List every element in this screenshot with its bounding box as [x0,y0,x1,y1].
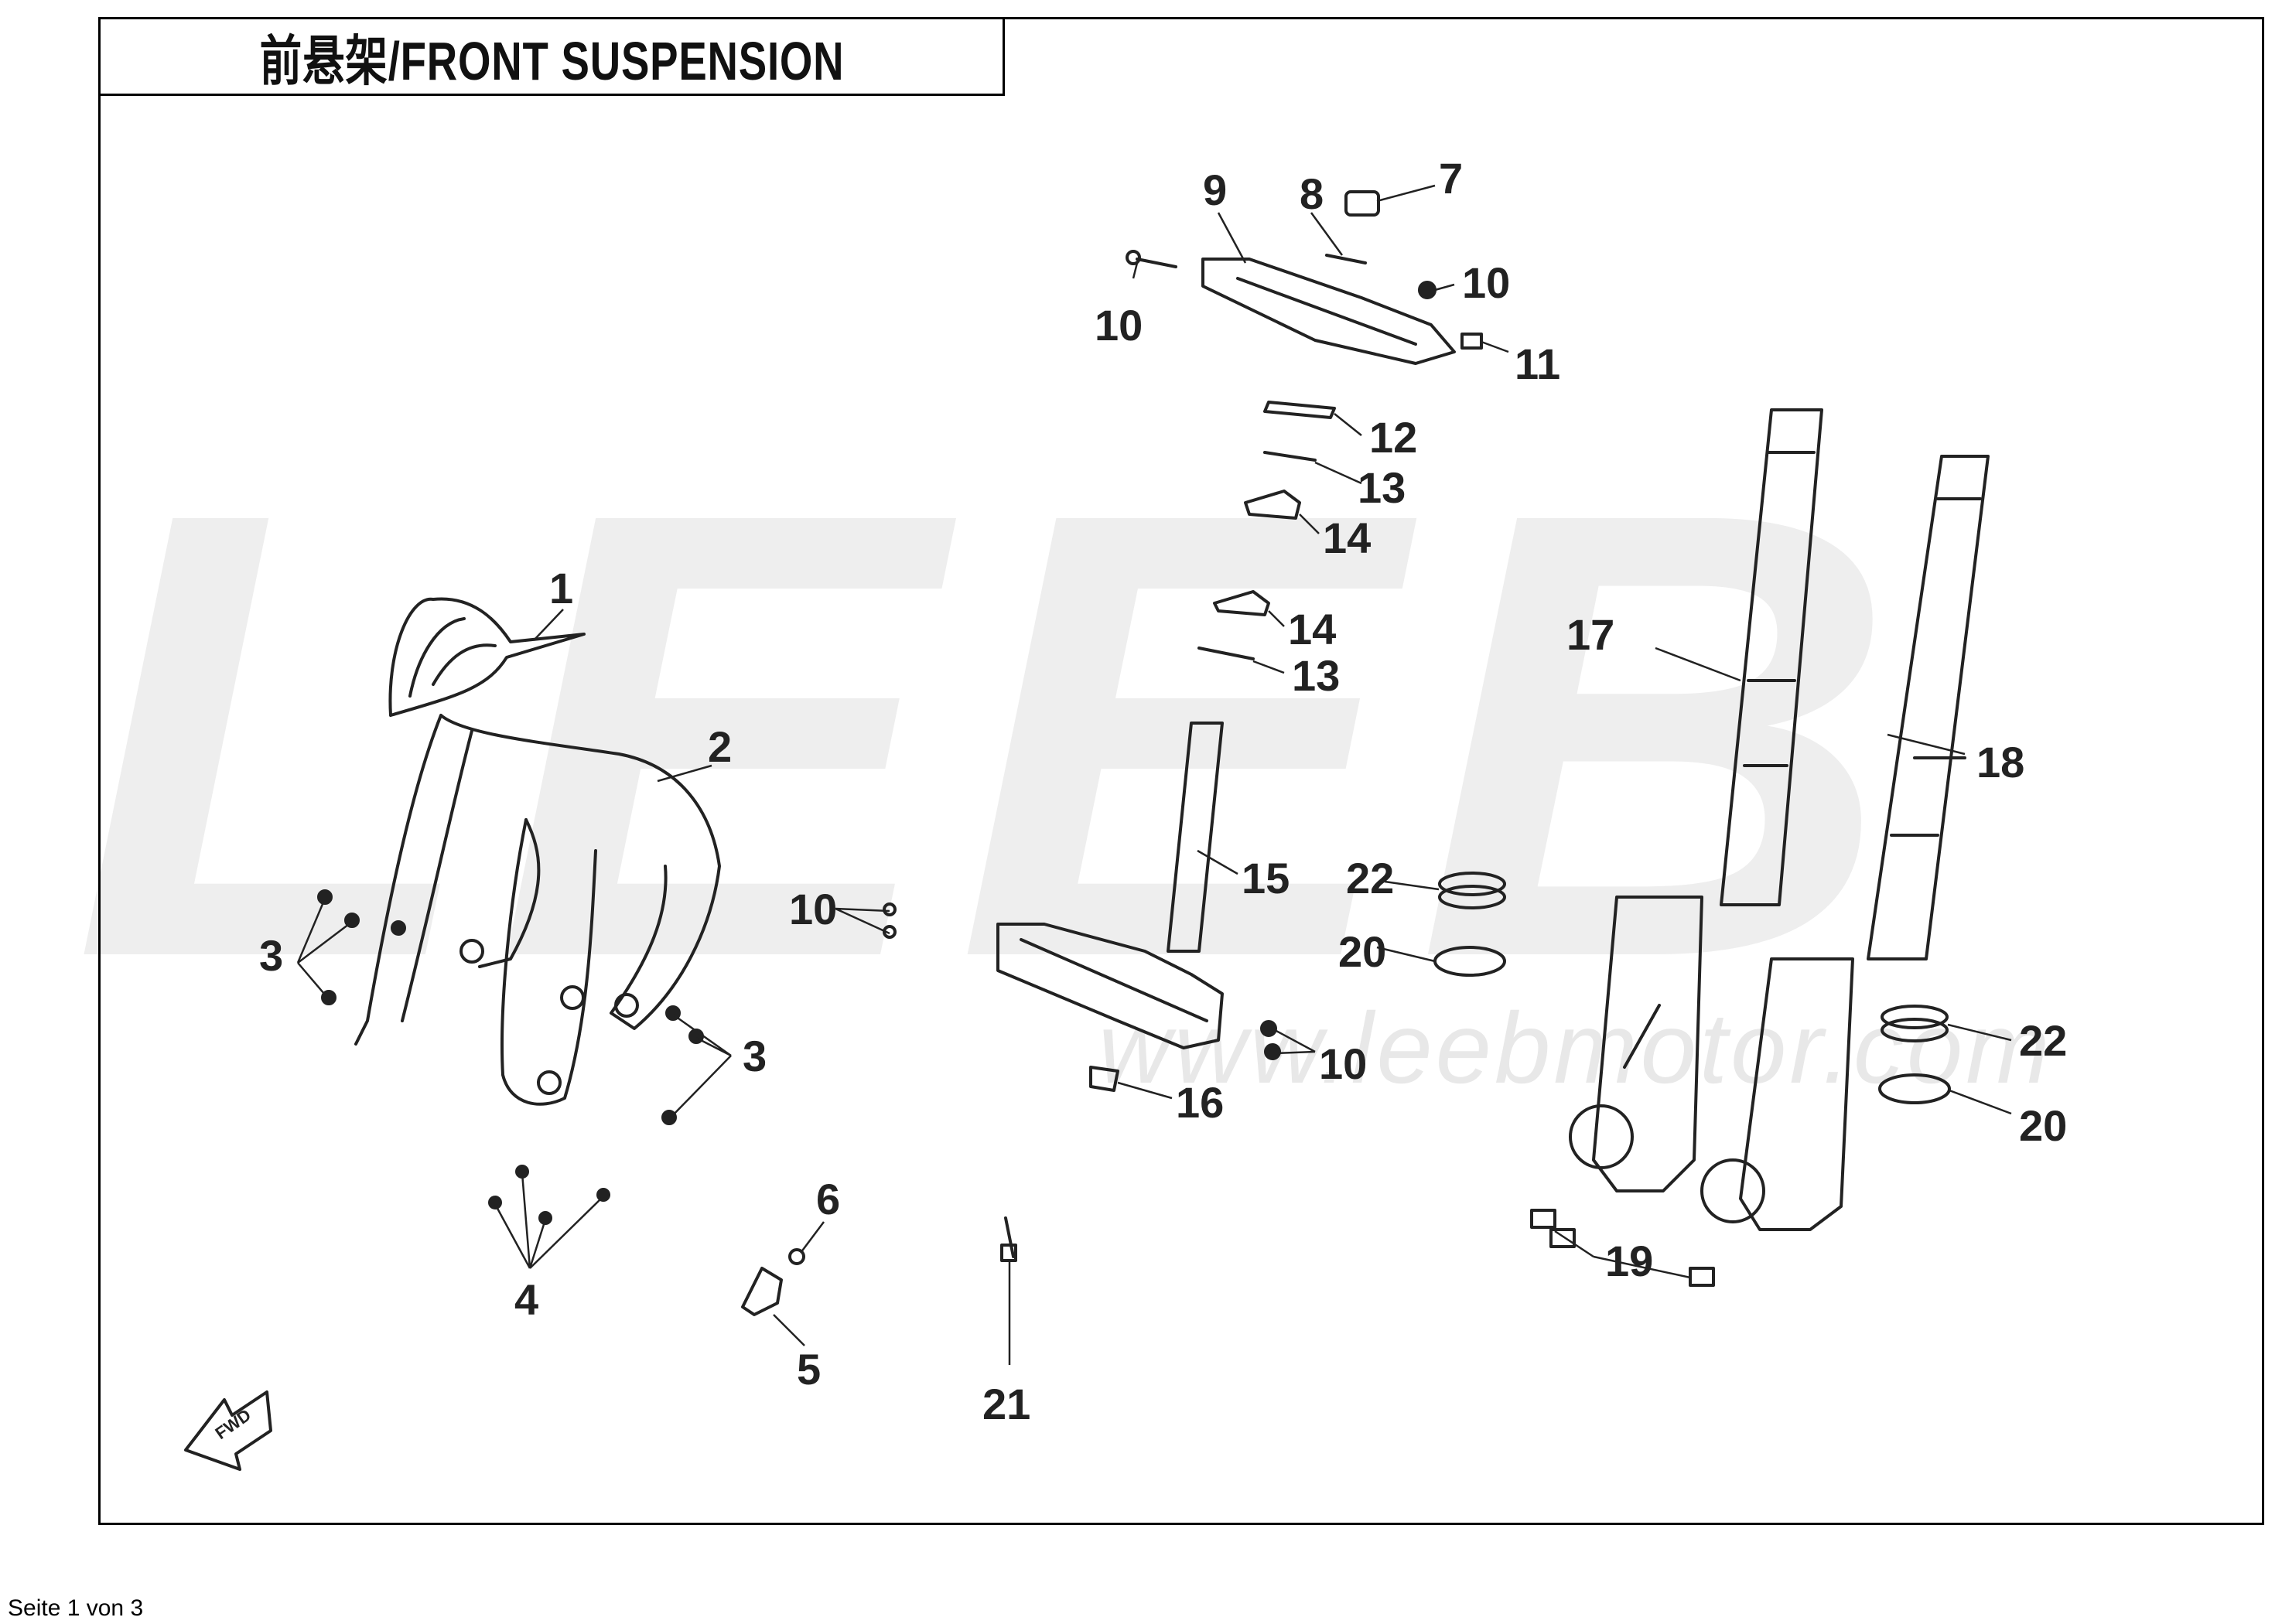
page-title: 前悬架/FRONT SUSPENSION [259,30,844,91]
callout-label: 10 [1095,301,1143,350]
callout-label: 10 [1319,1039,1367,1088]
callout-label: 22 [1346,854,1394,902]
callout-label: 5 [797,1345,821,1394]
callout-label: 3 [743,1032,767,1080]
callout-label: 17 [1566,610,1614,659]
callout-label: 8 [1300,169,1324,218]
callout-label: 13 [1358,463,1406,512]
callout-label: 22 [2019,1016,2067,1065]
fwd-label: FWD [212,1405,255,1443]
part-screws-4 [488,1165,610,1225]
callout-label: 16 [1176,1078,1224,1127]
watermark-brand: LEEB [72,380,1914,1089]
part-upper-clamp [1126,250,1483,365]
part-steering-stem [1167,722,1224,953]
callout-label: 9 [1203,165,1227,214]
callout-label: 7 [1439,154,1463,203]
callout-labels: 1 2 3 3 4 5 6 7 8 9 10 10 10 10 11 12 13… [259,154,2067,1428]
part-top-cap [1325,190,1380,264]
part-lower-clamp [883,902,1281,1092]
callout-label: 18 [1976,738,2024,786]
callout-label: 14 [1323,513,1371,562]
callout-label: 13 [1292,651,1340,700]
callout-label: 11 [1515,339,1560,388]
callout-label: 19 [1605,1237,1653,1285]
part-headlight-cowl [388,597,586,717]
part-fork-leg-right [1700,455,1990,1231]
callout-label: 20 [2019,1101,2067,1150]
part-bearing-stack [1197,401,1336,660]
fwd-arrow-icon [184,1390,272,1471]
callout-label: 14 [1288,605,1336,653]
callout-label: 12 [1369,413,1417,462]
callout-label: 1 [549,564,573,612]
callout-label: 10 [789,885,837,933]
part-small-bracket [741,1248,805,1316]
callout-label: 4 [514,1275,538,1324]
callout-label: 3 [259,931,283,980]
diagram-frame [98,17,2264,1525]
callout-label: 15 [1242,854,1290,902]
page-footer: Seite 1 von 3 [8,1595,144,1621]
part-stem-bolt [1000,1216,1017,1262]
leader-lines [296,184,2012,1365]
part-fork-seals [1433,872,1951,1104]
title-box: 前悬架/FRONT SUSPENSION [98,17,1005,96]
callout-label: 2 [708,722,732,771]
part-fork-leg-left [1569,408,1823,1192]
callout-label: 20 [1338,927,1386,976]
part-headlight-bracket [354,714,721,1106]
callout-label: 10 [1462,258,1510,307]
callout-label: 21 [982,1380,1030,1428]
callout-label: 6 [816,1175,840,1223]
